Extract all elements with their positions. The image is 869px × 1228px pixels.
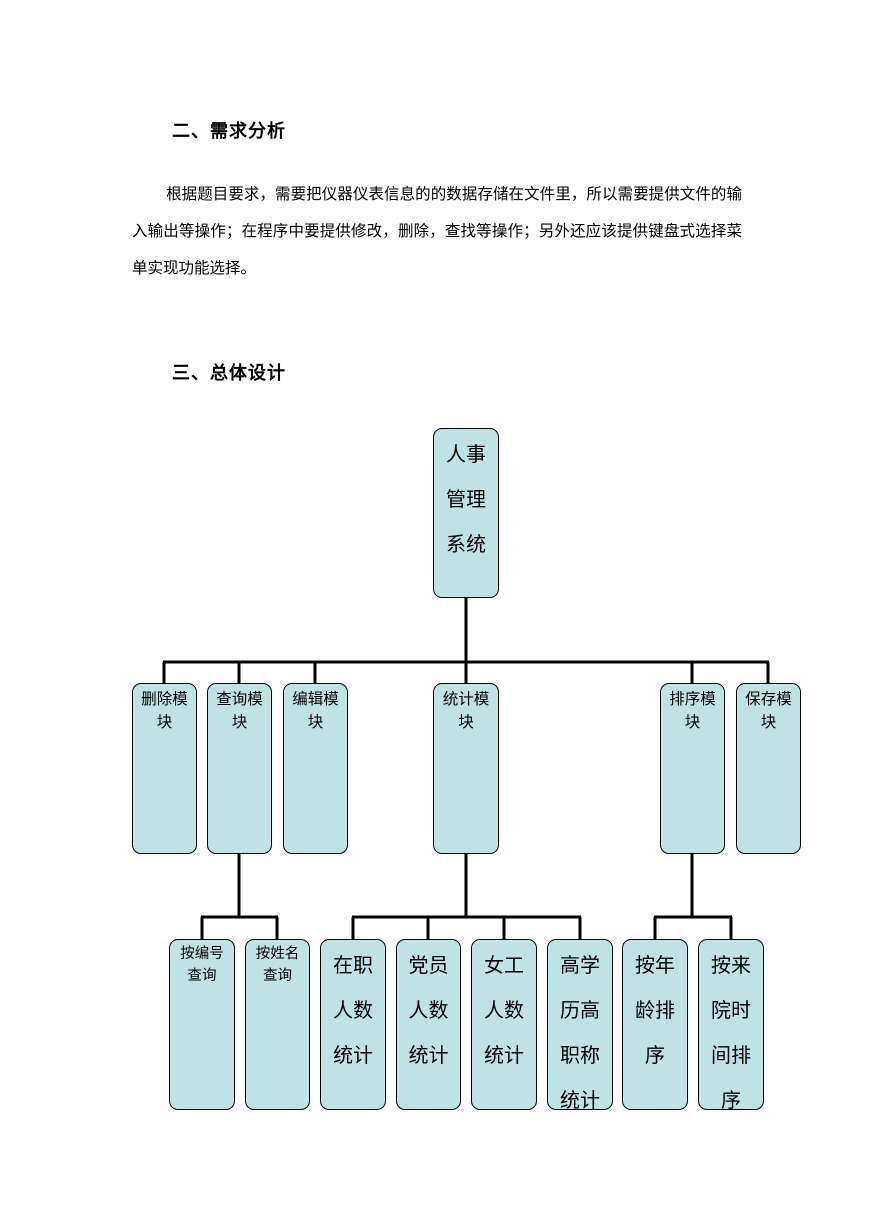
node-query-label: 查询模块	[216, 690, 263, 731]
node-query-by-id: 按编号查询	[169, 939, 235, 1110]
node-sort-by-hire-label: 按来院时间排序	[711, 953, 751, 1110]
section-heading-design: 三、总体设计	[172, 363, 286, 384]
node-stats-female-label: 女工人数统计	[484, 953, 524, 1067]
node-stats-label: 统计模块	[442, 690, 490, 731]
node-sort-module: 排序模块	[660, 683, 725, 854]
node-query-by-name-label: 按姓名查询	[255, 946, 300, 984]
node-query-by-name: 按姓名查询	[245, 939, 310, 1110]
node-stats-female: 女工人数统计	[471, 939, 537, 1110]
section-heading-requirements: 二、需求分析	[172, 121, 286, 142]
node-delete-module: 删除模块	[132, 683, 197, 854]
node-stats-employed: 在职人数统计	[320, 939, 386, 1110]
node-stats-party: 党员人数统计	[396, 939, 461, 1110]
node-save-module: 保存模块	[736, 683, 801, 854]
node-sort-label: 排序模块	[669, 690, 716, 731]
node-query-module: 查询模块	[207, 683, 272, 854]
node-stats-module: 统计模块	[433, 683, 499, 854]
node-root: 人事管理系统	[433, 428, 499, 598]
requirements-text: 根据题目要求，需要把仪器仪表信息的的数据存储在文件里，所以需要提供文件的输入输出…	[132, 185, 742, 277]
node-sort-by-hire: 按来院时间排序	[698, 939, 764, 1110]
node-stats-employed-label: 在职人数统计	[333, 953, 373, 1067]
node-stats-senior: 高学历高职称统计	[547, 939, 613, 1110]
node-sort-by-age-label: 按年龄排序	[635, 953, 675, 1067]
node-sort-by-age: 按年龄排序	[622, 939, 688, 1110]
node-root-label: 人事管理系统	[446, 442, 486, 556]
node-query-by-id-label: 按编号查询	[180, 946, 224, 984]
node-delete-label: 删除模块	[141, 690, 188, 731]
node-stats-senior-label: 高学历高职称统计	[560, 953, 600, 1110]
node-edit-module: 编辑模块	[283, 683, 348, 854]
node-edit-label: 编辑模块	[292, 690, 339, 731]
node-stats-party-label: 党员人数统计	[408, 953, 449, 1067]
node-save-label: 保存模块	[745, 690, 792, 731]
requirements-paragraph: 根据题目要求，需要把仪器仪表信息的的数据存储在文件里，所以需要提供文件的输入输出…	[132, 176, 742, 287]
